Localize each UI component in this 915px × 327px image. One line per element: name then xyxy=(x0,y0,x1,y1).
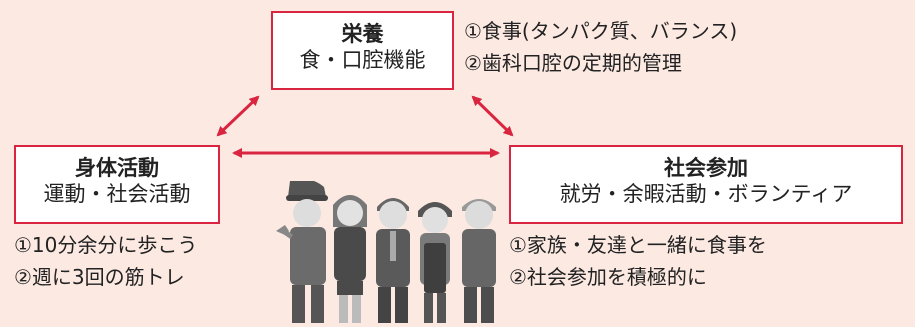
person-worker xyxy=(276,181,328,323)
person-businessman xyxy=(376,198,410,323)
physical-note-1: ①10分余分に歩こう xyxy=(14,233,198,257)
physical-notes: ①10分余分に歩こう ②週に3回の筋トレ xyxy=(14,229,197,293)
social-notes: ①家族・友達と一緒に食事を ②社会参加を積極的に xyxy=(509,229,767,293)
social-title: 社会参加 xyxy=(664,156,748,180)
social-subtitle: 就労・余暇活動・ボランティア xyxy=(559,182,853,206)
physical-subtitle: 運動・社会活動 xyxy=(43,182,191,206)
nutrition-notes: ①食事(タンパク質、バランス) ②歯科口腔の定期的管理 xyxy=(464,15,737,79)
social-note-1: ①家族・友達と一緒に食事を xyxy=(509,233,767,257)
social-participation-box: 社会参加 就労・余暇活動・ボランティア xyxy=(509,145,903,224)
physical-note-2: ②週に3回の筋トレ xyxy=(14,265,185,289)
arrow-nutrition-social xyxy=(471,95,514,137)
person-elder-man xyxy=(462,199,496,323)
nutrition-title: 栄養 xyxy=(341,22,384,46)
person-office-woman xyxy=(333,195,367,323)
physical-activity-box: 身体活動 運動・社会活動 xyxy=(14,145,220,224)
nutrition-box: 栄養 食・口腔機能 xyxy=(271,11,454,90)
nutrition-subtitle: 食・口腔機能 xyxy=(299,48,426,72)
nutrition-note-1: ①食事(タンパク質、バランス) xyxy=(464,19,738,43)
nutrition-note-2: ②歯科口腔の定期的管理 xyxy=(464,51,682,75)
social-note-2: ②社会参加を積極的に xyxy=(509,265,707,289)
people-illustration xyxy=(276,181,496,323)
person-apron-woman xyxy=(418,202,452,323)
arrow-nutrition-physical xyxy=(216,95,260,137)
physical-title: 身体活動 xyxy=(75,156,159,180)
